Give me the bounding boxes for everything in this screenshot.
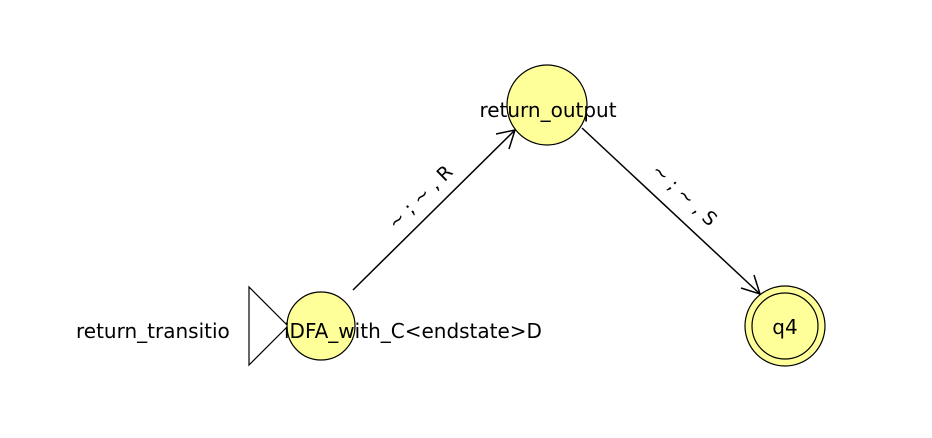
initial-state-marker: return_transitio <box>76 285 289 367</box>
arrow-head-icon <box>740 274 762 296</box>
transition-start-to-return-output[interactable]: ~ ; ~ , R <box>352 129 517 291</box>
state-circle-inner <box>751 292 819 360</box>
state-label: q4 <box>772 315 797 339</box>
initial-marker-label: return_transitio <box>76 319 230 343</box>
initial-arrow-icon <box>248 285 289 367</box>
state-circle <box>506 64 588 146</box>
transition-line <box>581 127 761 295</box>
arrow-head-icon <box>495 129 517 150</box>
state-start[interactable]: iDFA_with_C<endstate>D <box>284 291 542 361</box>
transition-label: ~ ; ~ , S <box>647 160 721 231</box>
transition-line <box>352 129 516 291</box>
state-return-output[interactable]: return_output <box>479 64 617 146</box>
state-label: return_output <box>479 98 616 122</box>
state-q4[interactable]: q4 <box>744 285 826 367</box>
state-label: iDFA_with_C<endstate>D <box>284 319 542 343</box>
state-circle <box>286 291 356 361</box>
transition-return-output-to-q4[interactable]: ~ ; ~ , S <box>581 127 762 296</box>
